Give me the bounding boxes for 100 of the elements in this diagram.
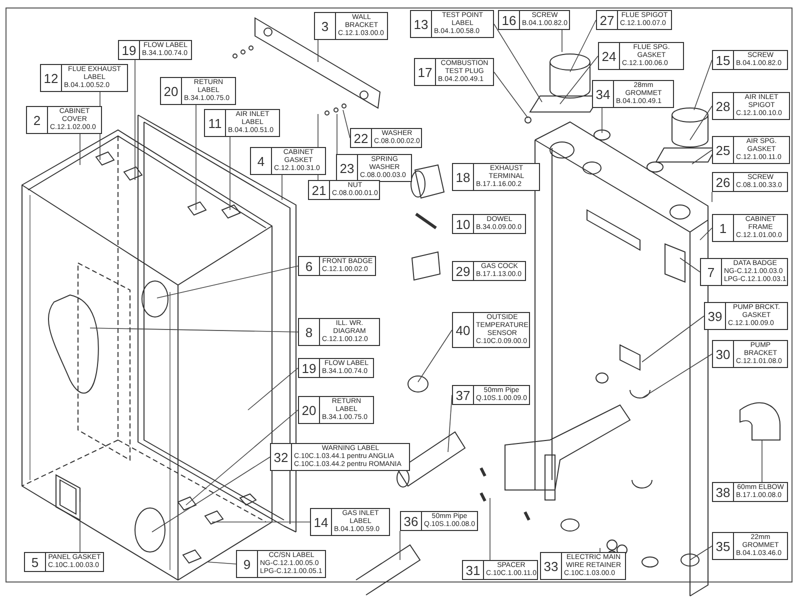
callout-box [712, 214, 788, 242]
callout-number: 2 [27, 107, 48, 133]
callout-box [712, 50, 788, 70]
leader-line [690, 106, 712, 140]
callout-number: 17 [415, 59, 436, 85]
callout-box [298, 256, 376, 276]
callout-number: 27 [597, 11, 618, 29]
leader-line [208, 562, 236, 564]
leader-line [642, 354, 712, 398]
callout-number: 18 [453, 164, 474, 190]
leader-line [694, 60, 712, 110]
callout-number: 12 [41, 65, 62, 91]
callout-box [712, 172, 788, 192]
callout-box [236, 550, 326, 578]
callout-number: 36 [401, 512, 422, 530]
callout-number: 26 [713, 173, 734, 191]
leader-line [570, 20, 596, 72]
callout-box [204, 109, 280, 137]
callout-box [596, 10, 672, 30]
callout-number: 40 [453, 313, 474, 347]
leader-line [692, 150, 712, 164]
callout-number: 5 [25, 553, 46, 571]
callout-box [400, 511, 478, 531]
callout-number: 39 [705, 303, 726, 329]
leader-line [248, 368, 298, 410]
callout-number: 38 [713, 483, 734, 501]
callout-number: 34 [593, 81, 614, 107]
callout-box [298, 358, 374, 378]
leader-line [152, 456, 270, 532]
callout-box [414, 58, 494, 86]
callout-box [712, 136, 790, 164]
callout-box [540, 552, 626, 580]
callout-box [452, 163, 540, 191]
callout-number: 19 [299, 359, 320, 377]
callout-box [24, 552, 104, 572]
leader-line [186, 410, 298, 506]
leader-line [700, 228, 712, 240]
leader-line [90, 328, 298, 332]
callout-box [160, 77, 236, 105]
leader-line [418, 330, 452, 382]
callout-number: 3 [315, 13, 336, 39]
leader-line [680, 258, 700, 272]
callout-number: 4 [251, 148, 272, 174]
callout-number: 24 [599, 43, 620, 69]
leader-line [134, 60, 136, 180]
leader-line [690, 546, 712, 560]
callout-box [712, 340, 788, 368]
callout-box [462, 560, 538, 580]
callout-number: 32 [271, 444, 292, 470]
callout-box [700, 258, 788, 286]
callout-number: 31 [463, 561, 484, 579]
callout-box [250, 147, 326, 175]
callout-box [598, 42, 684, 70]
callout-box [452, 385, 530, 405]
leader-line [342, 110, 350, 138]
callout-number: 35 [713, 533, 734, 559]
callout-box [40, 64, 128, 92]
callout-number: 20 [161, 78, 182, 104]
callout-number: 10 [453, 215, 474, 233]
callout-number: 9 [237, 551, 258, 577]
callout-number: 14 [311, 509, 332, 535]
callout-number: 16 [499, 11, 520, 29]
callout-box [452, 261, 526, 281]
callout-box [118, 40, 192, 60]
callout-number: 11 [205, 110, 226, 136]
leader-line [494, 24, 542, 102]
callout-box [310, 508, 390, 536]
callout-box [298, 318, 380, 346]
callout-number: 33 [541, 553, 562, 579]
leader-line [494, 72, 528, 118]
callout-box [270, 443, 410, 471]
callout-box [350, 128, 422, 148]
callout-number: 8 [299, 319, 320, 345]
callout-box [452, 214, 526, 234]
leader-line [156, 266, 298, 298]
callout-number: 6 [299, 257, 320, 275]
callout-number: 7 [701, 259, 722, 285]
callout-box [712, 482, 788, 502]
callout-box [314, 12, 388, 40]
callout-box [712, 532, 788, 560]
callout-number: 13 [411, 11, 432, 37]
callout-number: 29 [453, 262, 474, 280]
callout-box [410, 10, 494, 38]
leader-line [560, 56, 598, 104]
callout-number: 28 [713, 93, 734, 119]
callout-number: 20 [299, 397, 320, 423]
callout-number: 22 [351, 129, 372, 147]
leader-line [336, 114, 338, 154]
callout-box [498, 10, 570, 30]
callout-box [308, 180, 380, 200]
callout-box [704, 302, 788, 330]
leader-line [642, 316, 704, 362]
callout-number: 15 [713, 51, 734, 69]
callout-number: 19 [119, 41, 140, 59]
leader-line [448, 394, 452, 452]
callout-number: 25 [713, 137, 734, 163]
callout-box [336, 154, 412, 182]
callout-box [712, 92, 790, 120]
callout-number: 30 [713, 341, 734, 367]
callout-number: 21 [309, 181, 330, 199]
